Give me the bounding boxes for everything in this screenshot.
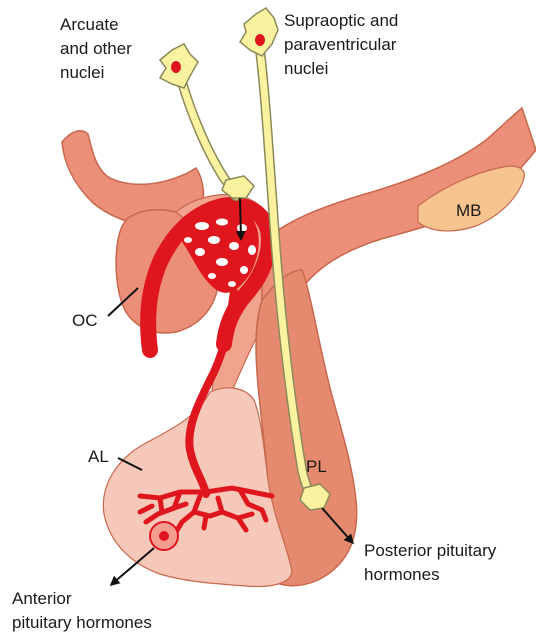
supraoptic-label: Supraoptic and paraventricular nuclei — [284, 11, 403, 78]
arrow-icon — [240, 198, 241, 238]
neuron-soma-icon — [240, 8, 278, 56]
pl-label: PL — [306, 457, 327, 476]
arcuate-label: Arcuate and other nuclei — [60, 15, 137, 82]
soma-nucleus-icon — [255, 34, 265, 46]
posterior-hormones-label: Posterior pituitary hormones — [364, 541, 501, 584]
anterior-hormones-label: Anterior pituitary hormones — [12, 589, 152, 632]
soma-nucleus-icon — [171, 61, 181, 73]
oc-label: OC — [72, 311, 98, 330]
mb-label: MB — [456, 201, 482, 220]
cell-icon — [150, 522, 178, 550]
al-label: AL — [88, 447, 109, 466]
axon-terminal-icon — [222, 176, 254, 198]
arcuate-neuron — [160, 44, 254, 198]
